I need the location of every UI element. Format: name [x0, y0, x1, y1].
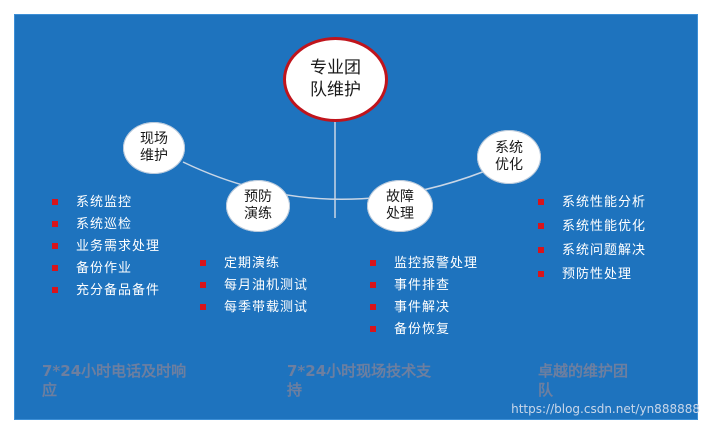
- node-drill: 预防 演练: [226, 180, 290, 232]
- node-fault: 故障 处理: [367, 180, 433, 232]
- caption-middle-line1: 7*24小时现场技术支: [287, 362, 432, 380]
- node-drill-line1: 预防: [244, 188, 272, 205]
- caption-left: 7*24小时电话及时响 应: [42, 362, 186, 400]
- list-item: 系统监控: [52, 195, 182, 211]
- list-item: 系统性能分析: [538, 195, 650, 211]
- list-drill: 定期演练 每月油机测试 每季带载测试: [200, 256, 320, 316]
- list-item: 事件解决: [370, 300, 500, 316]
- list-item: 业务需求处理: [52, 239, 182, 255]
- caption-right: 卓越的维护团 队: [538, 362, 628, 400]
- center-node-line2: 队维护: [310, 79, 361, 100]
- list-fault: 监控报警处理 事件排查 事件解决 备份恢复: [370, 256, 500, 338]
- node-fault-line1: 故障: [386, 188, 414, 205]
- list-onsite: 系统监控 系统巡检 业务需求处理 备份作业 充分备品备件: [52, 195, 182, 299]
- list-item: 监控报警处理: [370, 256, 484, 272]
- list-item: 事件排查: [370, 278, 500, 294]
- list-item: 每季带载测试: [200, 300, 312, 316]
- list-item: 备份作业: [52, 261, 182, 277]
- list-item: 系统问题解决: [538, 243, 650, 259]
- center-node: 专业团 队维护: [283, 37, 388, 122]
- list-optimize: 系统性能分析 系统性能优化 系统问题解决 预防性处理: [538, 195, 658, 283]
- node-onsite-line1: 现场: [140, 130, 168, 147]
- center-node-line1: 专业团: [310, 58, 361, 79]
- caption-middle-line2: 持: [287, 381, 303, 399]
- node-onsite: 现场 维护: [123, 122, 185, 174]
- caption-left-line1: 7*24小时电话及时响: [42, 362, 187, 380]
- caption-right-line2: 队: [538, 381, 554, 399]
- caption-left-line2: 应: [42, 381, 58, 399]
- list-item: 定期演练: [200, 256, 320, 272]
- node-optimize: 系统 优化: [477, 130, 541, 184]
- list-item: 预防性处理: [538, 267, 658, 283]
- list-item: 备份恢复: [370, 322, 500, 338]
- list-item: 充分备品备件: [52, 283, 164, 299]
- caption-middle: 7*24小时现场技术支 持: [287, 362, 431, 400]
- node-fault-line2: 处理: [386, 206, 414, 222]
- node-optimize-line2: 优化: [495, 157, 523, 173]
- list-item: 系统巡检: [52, 217, 182, 233]
- watermark-url: https://blog.csdn.net/yn888888: [511, 402, 700, 416]
- node-onsite-line2: 维护: [140, 148, 168, 164]
- node-drill-line2: 演练: [244, 206, 272, 222]
- list-item: 系统性能优化: [538, 219, 650, 235]
- caption-right-line1: 卓越的维护团: [538, 362, 629, 380]
- node-optimize-line1: 系统: [495, 139, 523, 156]
- list-item: 每月油机测试: [200, 278, 312, 294]
